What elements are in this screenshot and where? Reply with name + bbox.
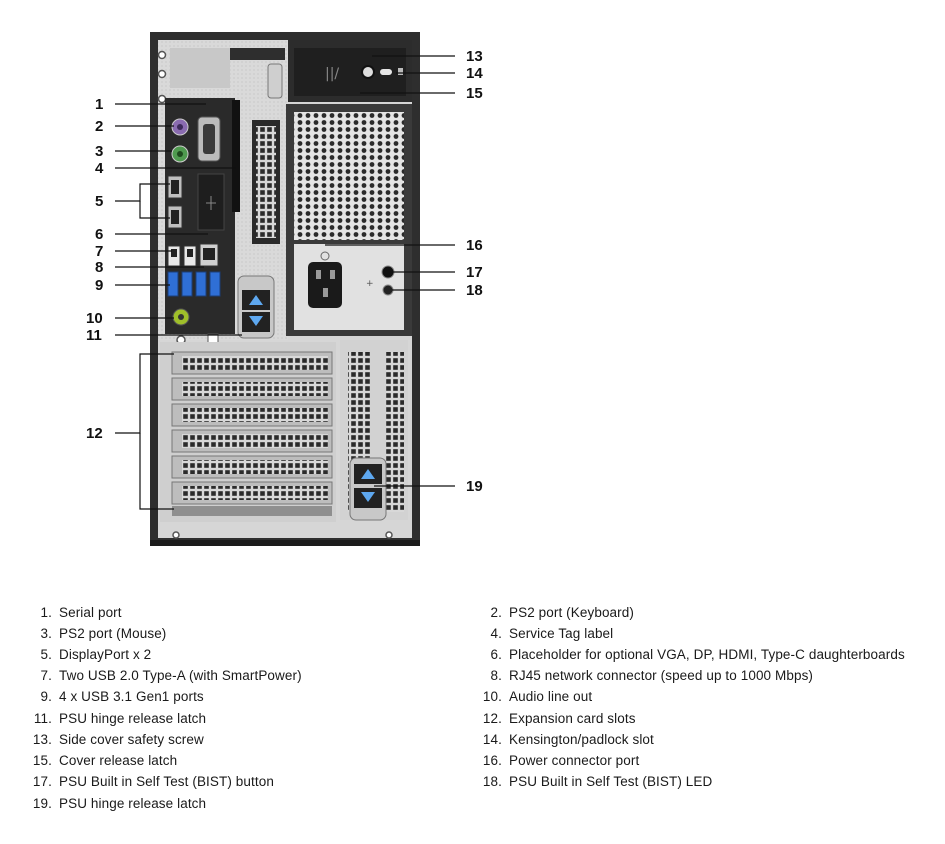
callout-19: 19 (466, 478, 483, 495)
legend-text: Cover release latch (59, 753, 178, 768)
callout-18: 18 (466, 282, 483, 299)
expansion-slot[interactable] (171, 377, 333, 401)
side-cover-safety-screw[interactable] (361, 65, 375, 79)
legend-text: RJ45 network connector (speed up to 1000… (509, 668, 814, 683)
callout-17: 17 (466, 264, 483, 281)
power-supply: + (286, 104, 412, 336)
usb3-port[interactable] (167, 271, 179, 297)
callout-3: 3 (95, 143, 103, 160)
slot-cover-top (252, 63, 283, 244)
legend-text: Two USB 2.0 Type-A (with SmartPower) (59, 668, 302, 683)
svg-text:+: + (366, 279, 374, 289)
legend-item-2: 2.PS2 port (Keyboard) (490, 605, 634, 620)
callout-numbers: 1 2 3 4 5 6 7 8 9 10 11 12 13 14 15 16 1… (86, 48, 483, 495)
expansion-slot[interactable] (171, 455, 333, 479)
callout-10: 10 (86, 310, 103, 327)
kensington-padlock-slot[interactable] (380, 69, 392, 75)
svg-text:||/: ||/ (325, 66, 339, 82)
legend-text: 4 x USB 3.1 Gen1 ports (59, 689, 204, 704)
legend-item-9: 9.4 x USB 3.1 Gen1 ports (40, 689, 204, 704)
legend-item-10: 10.Audio line out (482, 689, 593, 704)
legend-item-19: 19.PSU hinge release latch (32, 796, 207, 811)
callout-4: 4 (95, 160, 104, 177)
callout-16: 16 (466, 237, 483, 254)
expansion-slot[interactable] (171, 403, 333, 427)
legend-text: Service Tag label (509, 626, 614, 641)
callout-9: 9 (95, 277, 103, 294)
callout-1: 1 (95, 96, 103, 113)
legend: 1.Serial port 2.PS2 port (Keyboard) 3.PS… (0, 602, 945, 822)
legend-text: Kensington/padlock slot (509, 732, 654, 747)
usb3-port[interactable] (181, 271, 193, 297)
cover-release-latch[interactable]: ||/ (288, 40, 412, 102)
expansion-card-slots (160, 342, 336, 522)
workstation-rear-diagram: ||/ (86, 32, 483, 546)
legend-text: PSU hinge release latch (59, 796, 207, 811)
legend-item-17: 17.PSU Built in Self Test (BIST) button (32, 774, 274, 789)
legend-text: Placeholder for optional VGA, DP, HDMI, … (509, 647, 905, 662)
callout-7: 7 (95, 243, 103, 260)
callout-15: 15 (466, 85, 483, 102)
callout-11: 11 (86, 327, 102, 344)
callout-13: 13 (466, 48, 483, 65)
callout-5: 5 (95, 193, 103, 210)
legend-text: Power connector port (509, 753, 640, 768)
legend-text: PSU Built in Self Test (BIST) LED (509, 774, 713, 789)
legend-text: PS2 port (Keyboard) (509, 605, 634, 620)
legend-text: DisplayPort x 2 (59, 647, 152, 662)
legend-item-13: 13.Side cover safety screw (32, 732, 204, 747)
expansion-slot[interactable] (171, 351, 333, 375)
legend-item-15: 15.Cover release latch (32, 753, 178, 768)
legend-item-1: 1.Serial port (40, 605, 122, 620)
legend-item-12: 12.Expansion card slots (482, 711, 636, 726)
usb3-ports (167, 271, 221, 297)
callout-6: 6 (95, 226, 103, 243)
callout-2: 2 (95, 118, 103, 135)
psu-hinge-release-latch-bottom[interactable] (349, 457, 387, 521)
callout-12: 12 (86, 425, 103, 442)
service-tag-label (232, 100, 240, 212)
legend-item-14: 14.Kensington/padlock slot (482, 732, 654, 747)
callout-8: 8 (95, 259, 103, 276)
legend-item-7: 7.Two USB 2.0 Type-A (with SmartPower) (40, 668, 302, 683)
psu-bist-led (382, 284, 394, 296)
expansion-slot[interactable] (171, 481, 333, 505)
legend-text: PSU hinge release latch (59, 711, 207, 726)
legend-text: Serial port (59, 605, 122, 620)
legend-text: Audio line out (509, 689, 593, 704)
legend-item-4: 4.Service Tag label (490, 626, 614, 641)
legend-text: PS2 port (Mouse) (59, 626, 167, 641)
legend-item-3: 3.PS2 port (Mouse) (40, 626, 167, 641)
legend-text: Expansion card slots (509, 711, 636, 726)
usb3-port[interactable] (195, 271, 207, 297)
legend-text: Side cover safety screw (59, 732, 204, 747)
expansion-slot[interactable] (171, 429, 333, 453)
legend-item-6: 6.Placeholder for optional VGA, DP, HDMI… (490, 647, 905, 662)
psu-hinge-release-latch-top[interactable] (237, 275, 275, 339)
callout-14: 14 (466, 65, 483, 82)
legend-text: PSU Built in Self Test (BIST) button (59, 774, 274, 789)
legend-item-8: 8.RJ45 network connector (speed up to 10… (490, 668, 814, 683)
legend-item-5: 5.DisplayPort x 2 (40, 647, 152, 662)
legend-item-18: 18.PSU Built in Self Test (BIST) LED (482, 774, 713, 789)
usb3-port[interactable] (209, 271, 221, 297)
legend-item-16: 16.Power connector port (482, 753, 640, 768)
callout-lines (115, 55, 455, 510)
legend-item-11: 11.PSU hinge release latch (33, 711, 207, 726)
power-connector-port[interactable] (308, 262, 342, 308)
io-panel (165, 98, 240, 345)
